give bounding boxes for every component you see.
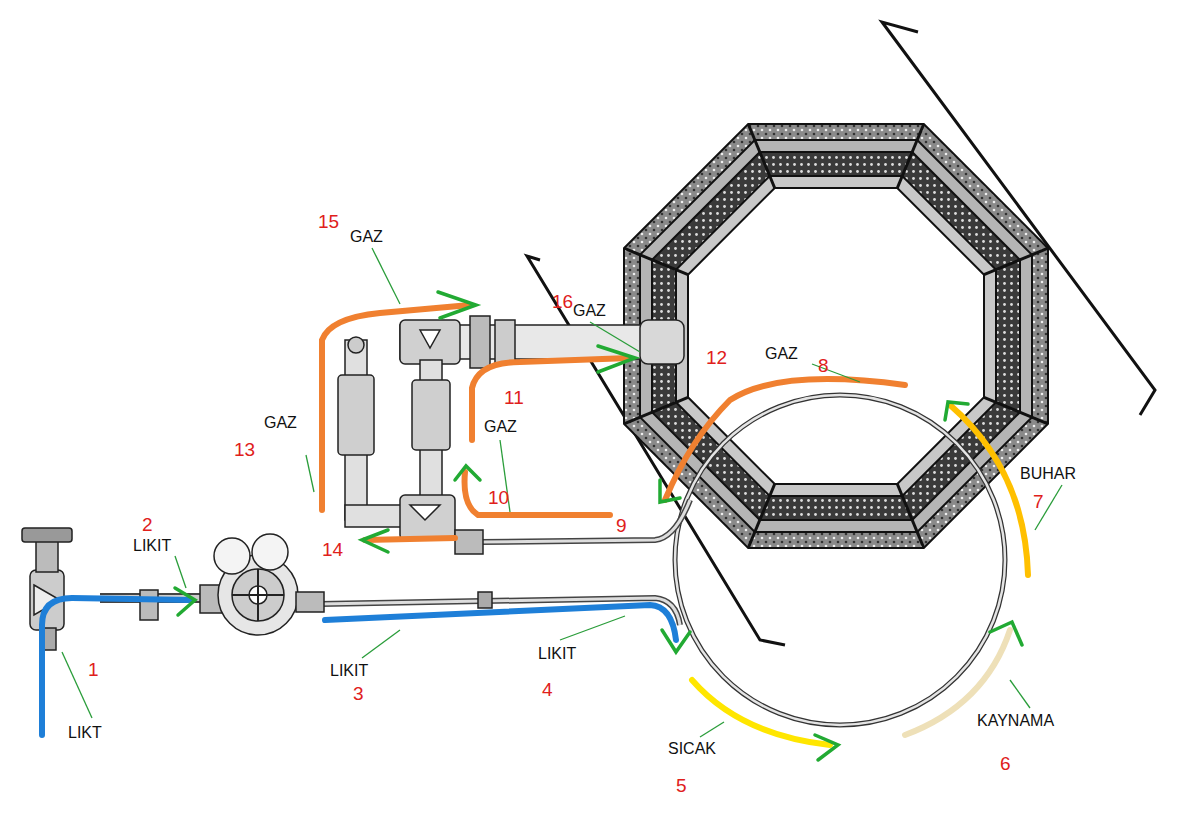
burner-ring — [688, 188, 984, 484]
panel-divider — [984, 397, 1048, 424]
panel-divider — [748, 124, 775, 188]
callout-number: 12 — [706, 348, 727, 367]
flow-label: LIKIT — [133, 538, 171, 554]
flow-label: LIKT — [68, 725, 102, 741]
flow-label: KAYNAMA — [977, 713, 1054, 729]
flow-paths — [42, 305, 1028, 745]
flow-label: BUHAR — [1020, 466, 1076, 482]
flow-label: GAZ — [765, 346, 798, 362]
flow-label: LIKIT — [330, 663, 368, 679]
callout-number: 6 — [1000, 754, 1011, 773]
callout-number: 11 — [504, 388, 524, 407]
callout-number: 15 — [318, 212, 339, 231]
callout-number: 5 — [676, 776, 687, 795]
panel-divider — [624, 248, 688, 275]
flow-label: GAZ — [573, 303, 606, 319]
leader-lines — [62, 248, 1062, 737]
callout-number: 2 — [142, 515, 153, 534]
callout-number: 16 — [552, 292, 573, 311]
panel-divider — [897, 484, 924, 548]
flow-label: GAZ — [350, 229, 383, 245]
flow-label: GAZ — [484, 419, 517, 435]
panel-divider — [984, 248, 1048, 275]
callout-number: 14 — [322, 540, 343, 559]
heating-coil — [675, 395, 1005, 725]
callout-number: 4 — [542, 680, 553, 699]
callout-number: 13 — [234, 440, 255, 459]
burner-ring — [676, 176, 996, 496]
callout-number: 3 — [353, 684, 364, 703]
panel-divider — [748, 484, 775, 548]
flow-label: GAZ — [264, 415, 297, 431]
callout-number: 8 — [818, 356, 829, 375]
panel-divider — [624, 397, 688, 424]
gas-manifold — [338, 316, 684, 554]
flow-label: SICAK — [668, 741, 716, 757]
callout-number: 1 — [88, 660, 99, 679]
callout-number: 9 — [616, 516, 627, 535]
flow-arrowheads — [175, 292, 1022, 760]
callout-number: 7 — [1033, 492, 1044, 511]
panel-divider — [897, 124, 924, 188]
flow-label: LIKIT — [538, 646, 576, 662]
callout-number: 10 — [488, 488, 509, 507]
